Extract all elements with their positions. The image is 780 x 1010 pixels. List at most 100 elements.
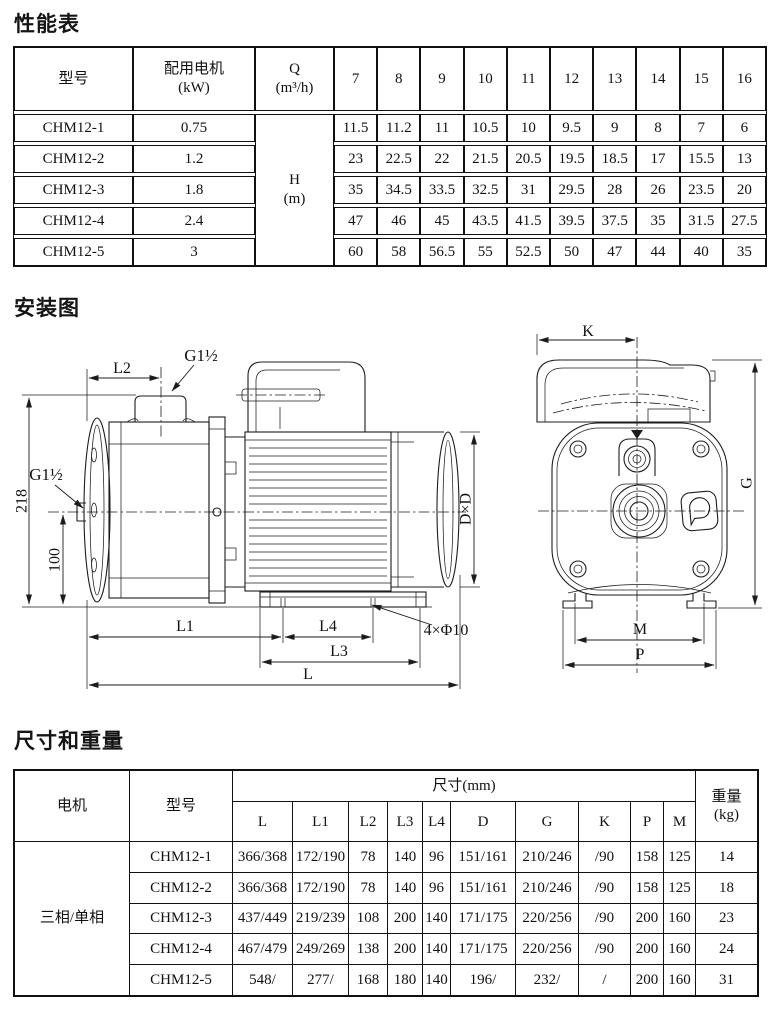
- side-dimensions: 218 100 L2 G1½ G1½ D×D: [14, 346, 480, 689]
- perf-head-cell: 35: [334, 176, 378, 204]
- dim-value-cell: 168: [349, 965, 388, 996]
- dim-value-cell: 171/175: [451, 934, 516, 966]
- motor-phase-cell: 三相/单相: [15, 842, 130, 996]
- perf-head-cell: 37.5: [593, 207, 637, 235]
- col-header-L4: L4: [423, 802, 451, 842]
- perf-model-cell: CHM12-1: [14, 114, 133, 142]
- perf-head-cell: 29.5: [550, 176, 594, 204]
- col-header-flow-q: Q (m³/h): [255, 47, 334, 111]
- dim-value-cell: 160: [664, 965, 696, 996]
- dim-weight-cell: 18: [696, 872, 758, 904]
- dim-value-cell: 78: [349, 872, 388, 904]
- installation-section-title: 安装图: [14, 297, 80, 320]
- dim-value-cell: 249/269: [293, 934, 349, 966]
- performance-section-title: 性能表: [14, 13, 80, 36]
- perf-head-cell: 7: [679, 114, 723, 142]
- perf-head-cell: 15.5: [679, 145, 723, 173]
- dim-value-cell: 78: [349, 842, 388, 873]
- col-header-L1: L1: [293, 802, 349, 842]
- dim-value-cell: 151/161: [451, 842, 516, 873]
- dim-label-l4: L4: [319, 618, 337, 635]
- dim-value-cell: 172/190: [293, 872, 349, 904]
- dim-value-cell: 200: [388, 903, 423, 935]
- col-header-M: M: [664, 802, 696, 842]
- dim-value-cell: 140: [423, 934, 451, 966]
- perf-head-cell: 47: [334, 207, 378, 235]
- perf-head-cell: 43.5: [463, 207, 507, 235]
- perf-head-cell: 45: [420, 207, 464, 235]
- col-header-K: K: [579, 802, 631, 842]
- dim-label-k: K: [582, 325, 594, 340]
- perf-head-cell: 60: [334, 238, 378, 266]
- perf-head-cell: 21.5: [463, 145, 507, 173]
- fan-cover: [391, 431, 460, 588]
- perf-head-cell: 17: [636, 145, 680, 173]
- dim-value-cell: 140: [423, 965, 451, 996]
- perf-head-cell: 47: [593, 238, 637, 266]
- dim-model-cell: CHM12-3: [130, 903, 233, 935]
- dim-value-cell: 151/161: [451, 872, 516, 904]
- pump-side-view: 218 100 L2 G1½ G1½ D×D: [14, 346, 480, 689]
- dim-value-cell: 140: [423, 903, 451, 935]
- perf-head-cell: 11.5: [334, 114, 378, 142]
- front-top-port: [618, 430, 656, 476]
- dim-value-cell: 158: [631, 872, 664, 904]
- col-header-weight: 重量 (kg): [696, 771, 758, 842]
- dim-label-l1: L1: [176, 618, 194, 635]
- perf-head-cell: 58: [377, 238, 421, 266]
- dim-value-cell: 366/368: [233, 842, 293, 873]
- dim-value-cell: 219/239: [293, 903, 349, 935]
- dim-value-cell: 96: [423, 872, 451, 904]
- perf-head-cell: 52.5: [506, 238, 550, 266]
- flow-arrow: [631, 430, 643, 439]
- dim-value-cell: /: [579, 965, 631, 996]
- perf-head-cell: 18.5: [593, 145, 637, 173]
- dim-model-cell: CHM12-5: [130, 965, 233, 996]
- perf-power-cell: 1.8: [133, 176, 255, 204]
- perf-head-cell: 10.5: [463, 114, 507, 142]
- perf-head-cell: 22: [420, 145, 464, 173]
- dim-label-218: 218: [14, 489, 31, 513]
- dim-value-cell: 467/479: [233, 934, 293, 966]
- perf-power-cell: 2.4: [133, 207, 255, 235]
- dim-value-cell: 125: [664, 842, 696, 873]
- corner-bolts: [569, 440, 710, 578]
- dim-value-cell: /90: [579, 934, 631, 966]
- dim-value-cell: 200: [631, 934, 664, 966]
- perf-head-cell: 20.5: [506, 145, 550, 173]
- perf-head-cell: 10: [506, 114, 550, 142]
- perf-head-cell: 31: [506, 176, 550, 204]
- terminal-box: [236, 361, 366, 432]
- perf-model-cell: CHM12-4: [14, 207, 133, 235]
- col-header-flow-13: 13: [593, 47, 637, 111]
- dim-model-cell: CHM12-1: [130, 842, 233, 873]
- perf-head-cell: 28: [593, 176, 637, 204]
- brand-logo: [680, 490, 719, 532]
- installation-diagram: 218 100 L2 G1½ G1½ D×D: [8, 323, 770, 707]
- dim-value-cell: 200: [388, 934, 423, 966]
- dim-label-p: P: [636, 646, 645, 663]
- perf-head-cell: 19.5: [550, 145, 594, 173]
- dim-value-cell: 437/449: [233, 903, 293, 935]
- perf-power-cell: 1.2: [133, 145, 255, 173]
- col-header-P: P: [631, 802, 664, 842]
- dim-value-cell: 140: [388, 842, 423, 873]
- col-header-L3: L3: [388, 802, 423, 842]
- dim-value-cell: 160: [664, 934, 696, 966]
- perf-head-cell: 27.5: [722, 207, 766, 235]
- dim-value-cell: 210/246: [516, 872, 579, 904]
- perf-head-cell: 9: [593, 114, 637, 142]
- perf-head-cell: 41.5: [506, 207, 550, 235]
- col-header-flow-12: 12: [550, 47, 594, 111]
- col-header-motor: 电机: [15, 771, 130, 842]
- col-header-flow-9: 9: [420, 47, 464, 111]
- shaft-plug: [212, 507, 222, 517]
- perf-head-cell: 46: [377, 207, 421, 235]
- perf-head-cell: 31.5: [679, 207, 723, 235]
- col-header-motor-power: 配用电机 (kW): [133, 47, 255, 111]
- perf-head-cell: 9.5: [550, 114, 594, 142]
- head-unit-cell: H (m): [255, 114, 334, 266]
- discharge-port-label: G1½: [184, 346, 218, 365]
- suction-port-label: G1½: [29, 465, 63, 484]
